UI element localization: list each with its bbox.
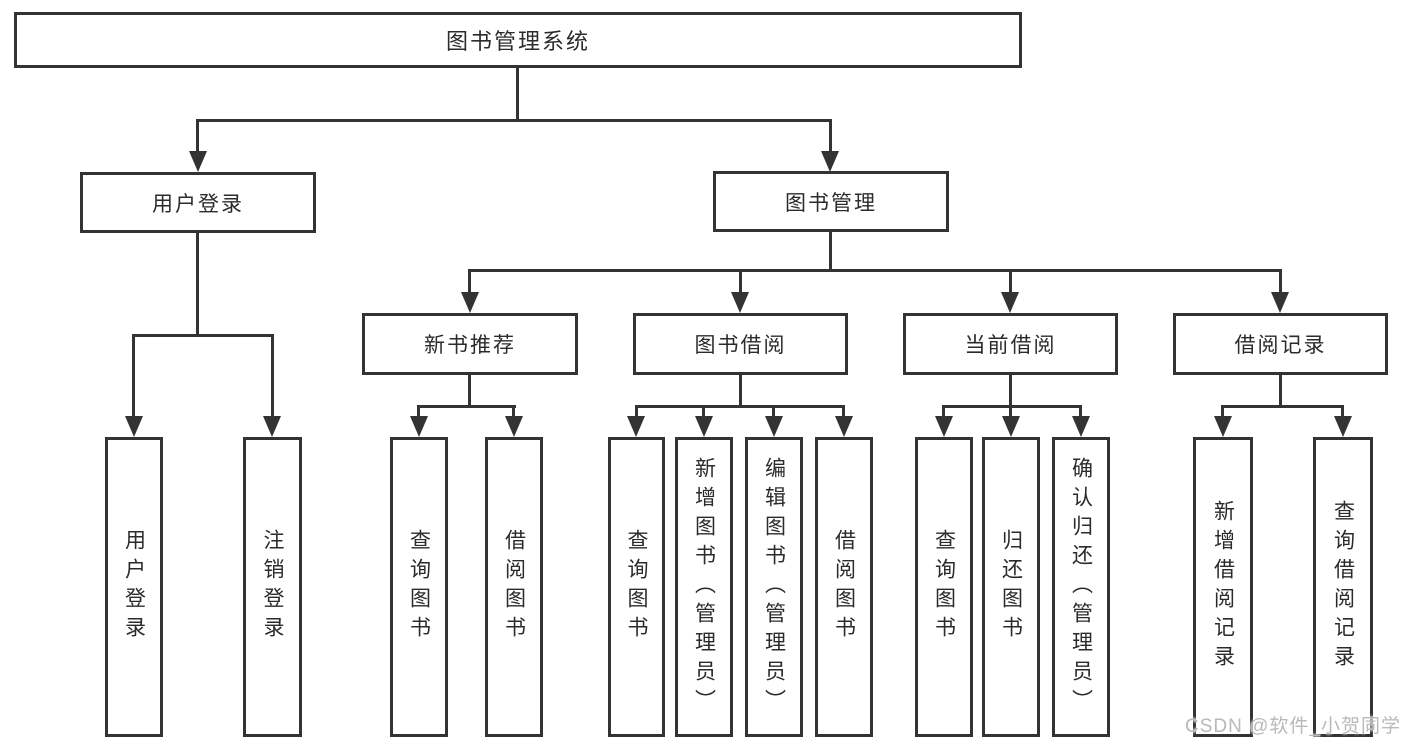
node-new-book-recommend: 新书推荐 xyxy=(362,313,578,375)
node-query-books-recommend: 查询图书 xyxy=(390,437,448,737)
node-book-borrowing-label: 图书借阅 xyxy=(694,334,787,357)
arrow-down-icon xyxy=(1271,292,1289,313)
arrow-down-icon xyxy=(695,416,713,437)
node-return-books: 归还图书 xyxy=(982,437,1040,737)
node-user-login: 用户登录 xyxy=(80,172,316,233)
node-borrowing-records: 借阅记录 xyxy=(1173,313,1388,375)
connector-drop xyxy=(417,405,420,418)
arrow-down-icon xyxy=(821,151,839,172)
node-query-borrow-record-label: 查询借阅记录 xyxy=(1331,500,1355,674)
arrow-down-icon xyxy=(1072,416,1090,437)
connector-root-stem xyxy=(516,68,519,121)
connector-current-borrow-stem xyxy=(1009,375,1012,407)
node-query-books-recommend-label: 查询图书 xyxy=(407,529,431,645)
connector-new-book-hline xyxy=(417,405,516,408)
node-user-login-action: 用户登录 xyxy=(105,437,163,737)
arrow-down-icon xyxy=(1334,416,1352,437)
node-user-login-action-label: 用户登录 xyxy=(122,529,146,645)
node-current-borrowing: 当前借阅 xyxy=(903,313,1118,375)
arrow-down-icon xyxy=(263,416,281,437)
arrow-down-icon xyxy=(189,151,207,172)
node-add-books-admin: 新增图书（管理员） xyxy=(675,437,733,737)
node-return-books-label: 归还图书 xyxy=(999,529,1023,645)
node-query-books-borrowing-label: 查询图书 xyxy=(625,529,648,645)
node-new-book-recommend-label: 新书推荐 xyxy=(424,334,516,357)
connector-drop xyxy=(1079,405,1082,418)
connector-drop-logout-action xyxy=(271,334,274,416)
connector-drop xyxy=(842,405,845,418)
connector-drop-borrow-records xyxy=(1279,269,1282,295)
node-query-books-current: 查询图书 xyxy=(915,437,973,737)
node-borrow-books-borrowing-label: 借阅图书 xyxy=(832,529,856,645)
arrow-down-icon xyxy=(1214,416,1232,437)
connector-drop-current-borrow xyxy=(1009,269,1012,295)
connector-book-borrow-stem xyxy=(739,375,742,407)
connector-drop-user-login xyxy=(196,119,199,153)
connector-drop-book-management xyxy=(829,119,832,153)
node-query-borrow-record: 查询借阅记录 xyxy=(1313,437,1373,737)
connector-root-hline xyxy=(196,119,832,122)
arrow-down-icon xyxy=(765,416,783,437)
node-current-borrowing-label: 当前借阅 xyxy=(964,334,1057,357)
node-borrow-books-recommend: 借阅图书 xyxy=(485,437,543,737)
connector-drop-login-action xyxy=(132,334,135,416)
arrow-down-icon xyxy=(461,292,479,313)
node-edit-books-admin-label: 编辑图书（管理员） xyxy=(762,456,786,718)
csdn-watermark: CSDN @软件_小贺同学 xyxy=(1185,716,1401,737)
node-borrowing-records-label: 借阅记录 xyxy=(1234,334,1327,357)
connector-drop-book-borrow xyxy=(739,269,742,295)
connector-current-borrow-hline xyxy=(942,405,1082,408)
connector-drop-new-book xyxy=(468,269,471,295)
arrow-down-icon xyxy=(505,416,523,437)
connector-drop xyxy=(1341,405,1344,418)
node-logout-action: 注销登录 xyxy=(243,437,302,737)
arrow-down-icon xyxy=(627,416,645,437)
arrow-down-icon xyxy=(1002,416,1020,437)
connector-borrow-records-stem xyxy=(1279,375,1282,407)
node-confirm-return-admin: 确认归还（管理员） xyxy=(1052,437,1110,737)
node-edit-books-admin: 编辑图书（管理员） xyxy=(745,437,803,737)
connector-drop xyxy=(942,405,945,418)
node-query-books-current-label: 查询图书 xyxy=(932,529,956,645)
node-borrow-books-recommend-label: 借阅图书 xyxy=(502,529,526,645)
connector-book-borrow-hline xyxy=(635,405,845,408)
node-add-borrow-record: 新增借阅记录 xyxy=(1193,437,1253,737)
connector-new-book-stem xyxy=(468,375,471,407)
arrow-down-icon xyxy=(835,416,853,437)
connector-drop xyxy=(1009,405,1012,418)
connector-drop xyxy=(772,405,775,418)
node-add-borrow-record-label: 新增借阅记录 xyxy=(1211,500,1235,674)
node-root: 图书管理系统 xyxy=(14,12,1022,68)
node-book-management-label: 图书管理 xyxy=(785,191,877,215)
connector-borrow-records-hline xyxy=(1221,405,1344,408)
connector-user-login-stem xyxy=(196,233,199,336)
arrow-down-icon xyxy=(731,292,749,313)
connector-drop xyxy=(512,405,515,418)
arrow-down-icon xyxy=(410,416,428,437)
node-add-books-admin-label: 新增图书（管理员） xyxy=(692,456,716,718)
node-query-books-borrowing: 查询图书 xyxy=(608,437,665,737)
node-book-management: 图书管理 xyxy=(713,171,949,232)
connector-book-management-hline xyxy=(469,269,1282,272)
node-logout-action-label: 注销登录 xyxy=(261,529,284,645)
arrow-down-icon xyxy=(1001,292,1019,313)
connector-drop xyxy=(1221,405,1224,418)
node-book-borrowing: 图书借阅 xyxy=(633,313,848,375)
connector-drop xyxy=(635,405,638,418)
node-user-login-label: 用户登录 xyxy=(152,192,244,216)
arrow-down-icon xyxy=(125,416,143,437)
node-root-label: 图书管理系统 xyxy=(445,29,590,54)
connector-book-management-stem xyxy=(829,232,832,271)
arrow-down-icon xyxy=(935,416,953,437)
connector-drop xyxy=(702,405,705,418)
node-confirm-return-admin-label: 确认归还（管理员） xyxy=(1069,456,1093,718)
node-borrow-books-borrowing: 借阅图书 xyxy=(815,437,873,737)
connector-user-login-hline xyxy=(132,334,274,337)
